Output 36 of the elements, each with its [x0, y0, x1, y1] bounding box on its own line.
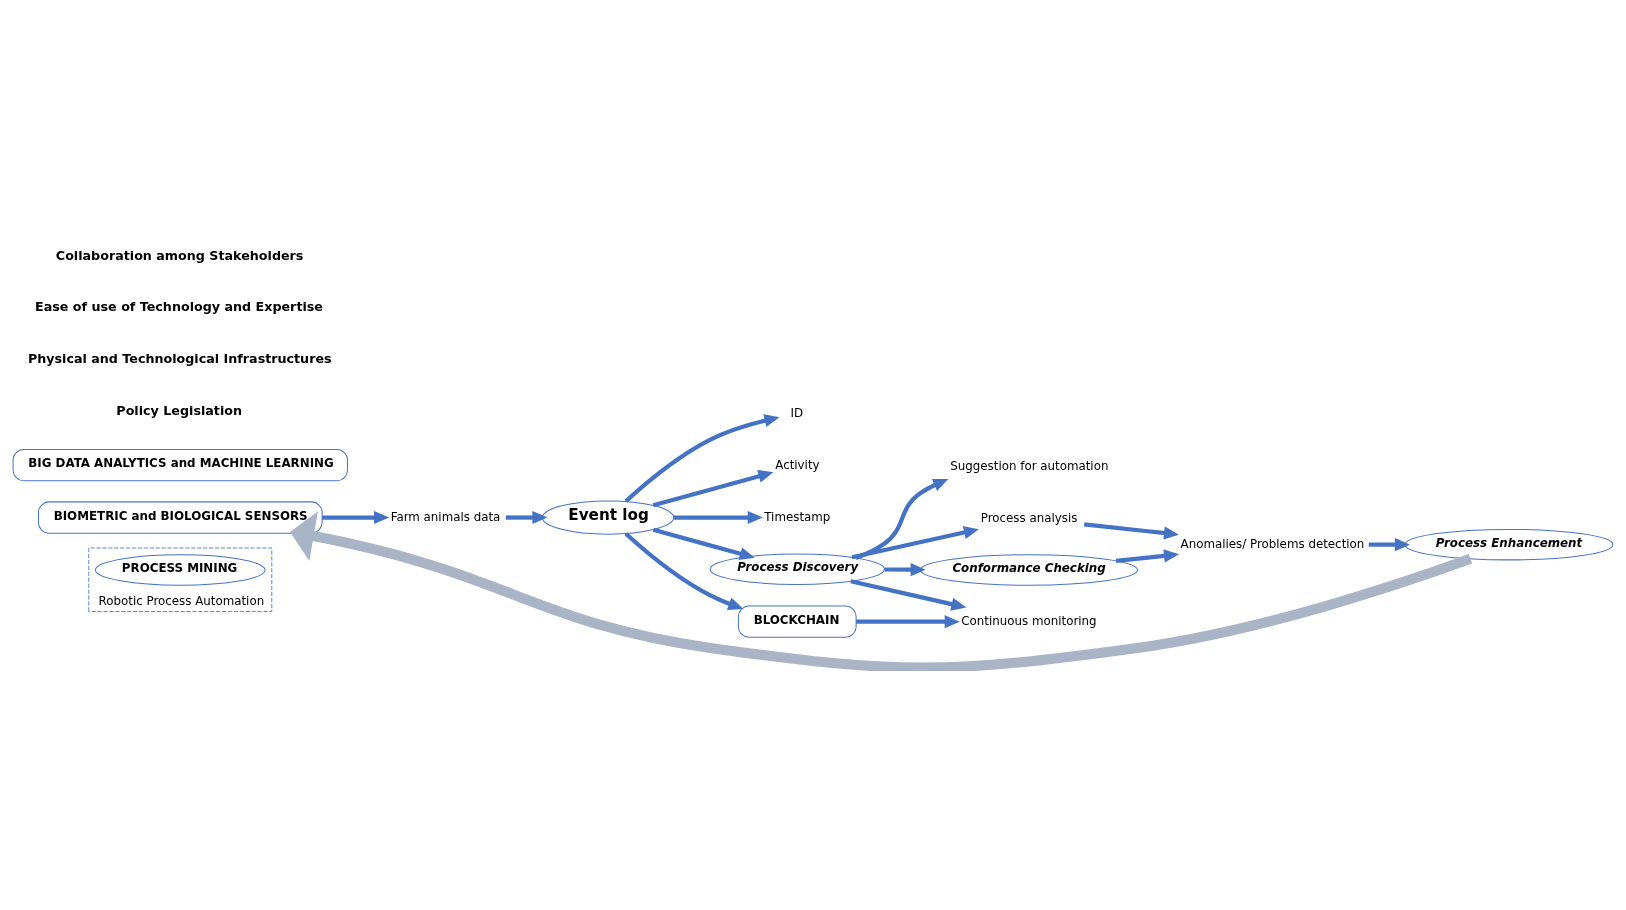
arrow — [856, 615, 960, 629]
arrow — [322, 510, 390, 525]
node-text: Farm animals data — [390, 509, 501, 524]
arrow — [851, 526, 979, 560]
arrow — [1115, 549, 1179, 564]
node-ellipse: Process Discovery — [709, 553, 885, 585]
arrow — [884, 563, 926, 577]
node-box: BIG DATA ANALYTICS and MACHINE LEARNING — [12, 448, 348, 482]
arrow — [290, 511, 1473, 671]
node-box: BLOCKCHAIN — [737, 605, 857, 638]
node-ellipse: PROCESS MINING — [94, 554, 266, 586]
node-ellipse: Event log — [541, 500, 675, 535]
arrow — [1083, 522, 1179, 540]
node-ellipse: Conformance Checking — [920, 554, 1138, 586]
node-text: Process analysis — [980, 510, 1078, 525]
node-text: Timestamp — [764, 509, 831, 524]
arrow — [673, 510, 763, 525]
node-text: ID — [790, 406, 804, 421]
label: Policy Legislation — [116, 402, 243, 418]
node-text: Continuous monitoring — [961, 613, 1097, 628]
node-text: Anomalies/ Problems detection — [1180, 536, 1365, 551]
arrow — [652, 469, 774, 508]
arrow — [505, 510, 548, 525]
node-text: Activity — [775, 458, 820, 473]
label: Physical and Technological Infrastructures — [27, 351, 332, 367]
label: Ease of use of Technology and Expertise — [35, 299, 323, 315]
node-ellipse: Process Enhancement — [1404, 528, 1614, 561]
arrow — [624, 414, 780, 503]
arrow — [850, 579, 967, 611]
label: Collaboration among Stakeholders — [55, 247, 304, 263]
arrow — [855, 478, 949, 560]
arrow — [652, 527, 755, 561]
arrow — [1368, 538, 1410, 552]
node-box: BIOMETRIC and BIOLOGICAL SENSORS — [37, 501, 323, 534]
arrow — [624, 532, 744, 610]
node-text: Suggestion for automation — [950, 458, 1109, 473]
